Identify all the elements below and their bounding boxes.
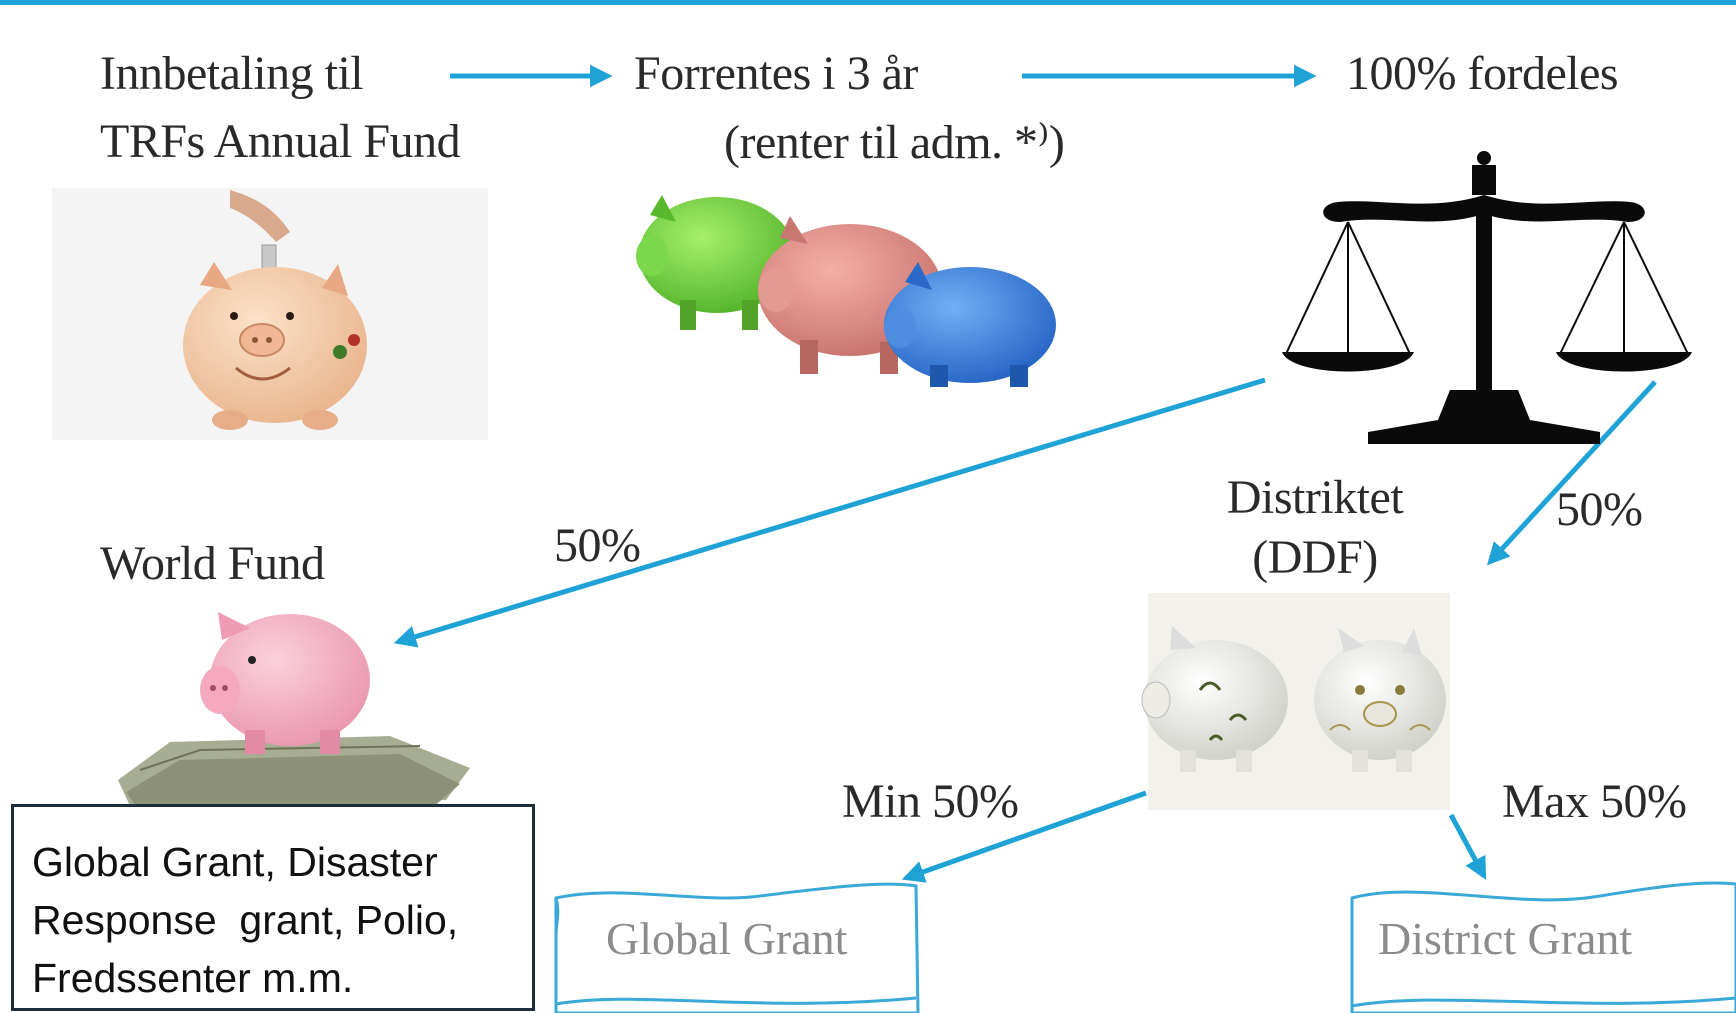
district-title-line2: (DDF) [1252,531,1378,584]
scroll-banner-icon [554,881,1736,1013]
pink-piggy-bank-on-money-icon [118,612,470,812]
distribute-label: 100% fordeles [1346,47,1619,100]
top-accent-line [0,0,1736,5]
arrow-to-world-fund [393,377,1266,648]
three-piggy-banks-icon [636,195,1056,387]
flow-arrows [393,64,1657,883]
arrow-to-district [1486,380,1657,566]
global-grant-label: Global Grant [606,913,848,964]
deposit-label-line1: Innbetaling til [100,47,364,100]
interest-label-line2: (renter til adm. *⁾) [724,116,1065,169]
district-title-line1: Distriktet [1226,471,1404,524]
interest-label-line1: Forrentes i 3 år [634,47,918,100]
arrow-to-district-grant [1448,813,1487,880]
world-fund-title: World Fund [100,537,325,590]
uses-line1: Global Grant, Disaster [32,839,438,885]
deposit-label-line2: TRFs Annual Fund [100,115,461,168]
max-split-label: Max 50% [1502,775,1687,828]
balance-scale-icon [1282,151,1692,444]
district-share: 50% [1556,483,1643,536]
world-fund-share: 50% [554,519,641,572]
piggy-bank-coin-icon [52,188,488,440]
district-grant-label: District Grant [1378,913,1633,964]
world-fund-uses-box: Global Grant, Disaster Response grant, P… [11,804,535,1011]
arrow-to-global-grant [901,790,1147,883]
min-split-label: Min 50% [842,775,1019,828]
uses-line2: Response grant, Polio, [32,897,459,943]
two-porcelain-piggy-banks-icon [1141,593,1450,810]
uses-line3: Fredssenter m.m. [32,955,354,1001]
